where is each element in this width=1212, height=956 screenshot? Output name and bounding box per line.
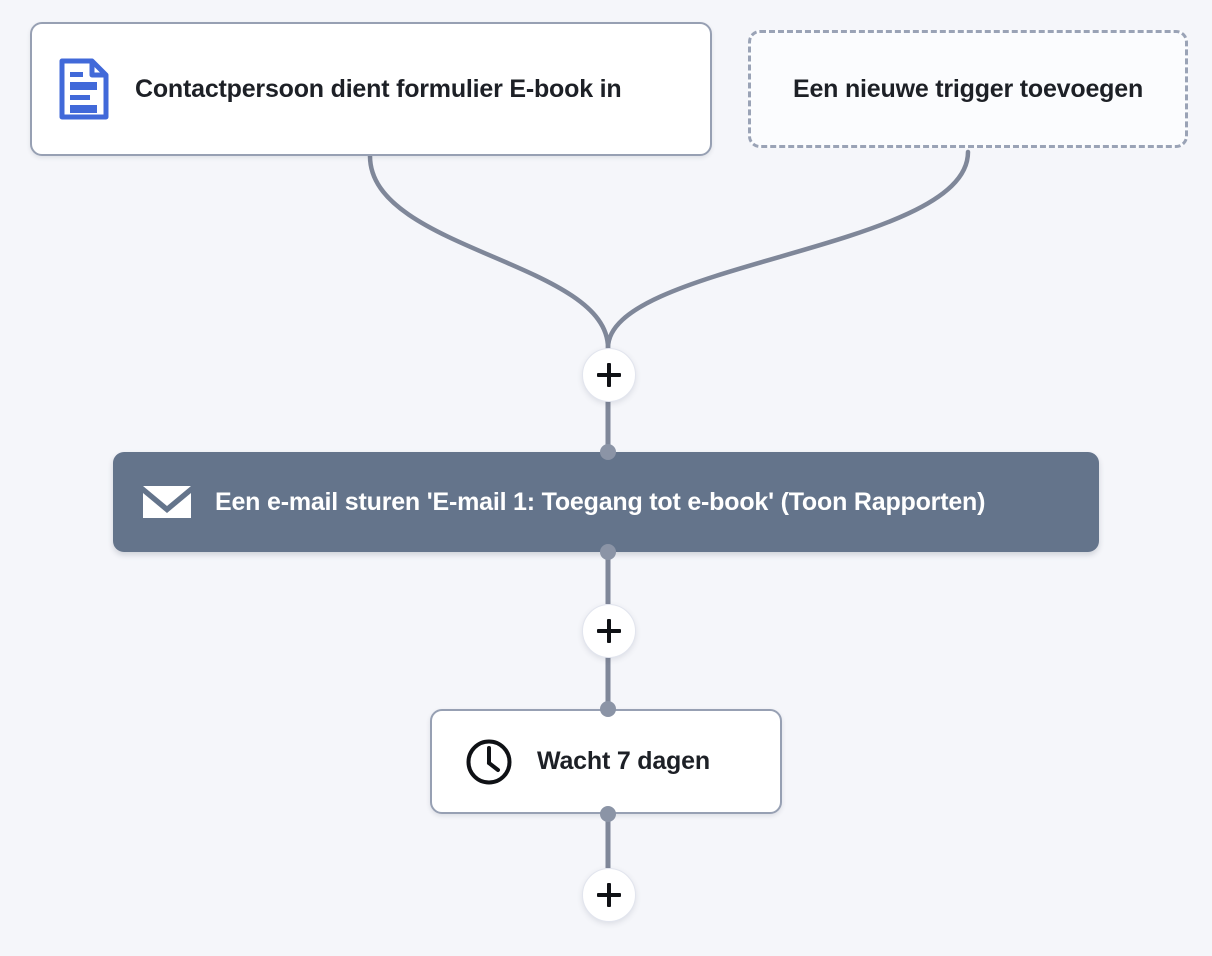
- edge-trigger-form-to-plus: [367, 153, 611, 351]
- add-step-button-after-triggers[interactable]: [582, 348, 636, 402]
- form-document-icon: [58, 58, 110, 120]
- clock-icon: [464, 737, 514, 787]
- port-wait-output[interactable]: [600, 806, 616, 822]
- plus-icon-vertical: [606, 619, 612, 643]
- plus-icon-vertical: [606, 363, 612, 387]
- trigger-node-form-submit[interactable]: Contactpersoon dient formulier E-book in: [30, 22, 712, 156]
- edge-trigger-add-to-plus: [605, 149, 971, 351]
- add-step-button-after-wait[interactable]: [582, 868, 636, 922]
- action-email-label: Een e-mail sturen 'E-mail 1: Toegang tot…: [215, 487, 986, 516]
- port-wait-input[interactable]: [600, 701, 616, 717]
- envelope-icon: [141, 482, 193, 522]
- port-email-input[interactable]: [600, 444, 616, 460]
- port-email-output[interactable]: [600, 544, 616, 560]
- add-step-button-after-email[interactable]: [582, 604, 636, 658]
- action-node-wait[interactable]: Wacht 7 dagen: [430, 709, 782, 814]
- trigger-label: Contactpersoon dient formulier E-book in: [135, 74, 622, 103]
- add-trigger-node[interactable]: Een nieuwe trigger toevoegen: [748, 30, 1188, 148]
- action-node-send-email[interactable]: Een e-mail sturen 'E-mail 1: Toegang tot…: [113, 452, 1099, 552]
- add-trigger-label: Een nieuwe trigger toevoegen: [792, 74, 1144, 103]
- action-wait-label: Wacht 7 dagen: [537, 747, 710, 775]
- plus-icon-vertical: [606, 883, 612, 907]
